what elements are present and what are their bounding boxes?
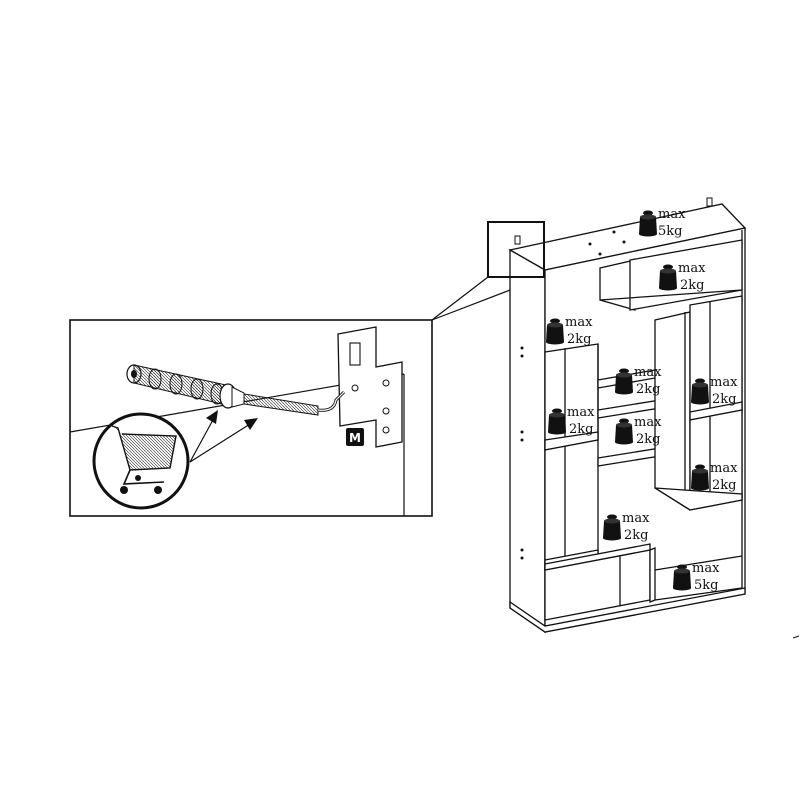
svg-text:2kg: 2kg [680,278,704,293]
top-right-hook [706,197,713,207]
svg-text:2kg: 2kg [567,332,591,347]
svg-text:max: max [678,261,706,276]
svg-text:2kg: 2kg [712,392,736,407]
arrow-line-2 [189,423,251,463]
svg-text:max: max [622,511,650,526]
screw-hook [243,390,346,416]
weight-label-5: max 2kg [691,375,738,407]
svg-text:max: max [634,415,662,430]
svg-text:max: max [567,405,595,420]
side-holes [520,230,626,560]
svg-text:2kg: 2kg [636,432,660,447]
part-label-box [346,428,364,446]
svg-text:max: max [710,375,738,390]
svg-text:max: max [565,315,593,330]
svg-text:2kg: 2kg [624,528,648,543]
part-label: M [349,431,361,445]
arrow-line-1 [189,417,215,463]
callout-box [487,221,545,278]
callout-line-left [431,276,489,321]
weight-label-4: max 2kg [615,365,662,397]
detail-inset: M [69,276,545,517]
svg-text:5kg: 5kg [658,224,682,239]
arrow-head-2 [244,418,258,430]
weight-label-9: max 2kg [603,511,650,543]
svg-text:max: max [658,207,686,222]
bottom-right-cube [649,547,656,603]
weight-label-10: max 5kg [673,561,720,593]
svg-text:2kg: 2kg [636,382,660,397]
wall-plug [126,364,245,409]
svg-text:max: max [634,365,662,380]
bookcase-bottom [509,587,746,633]
left-lower-cube [544,439,599,571]
weight-label-8: max 2kg [691,461,738,493]
svg-text:max: max [710,461,738,476]
weight-label-3: max 2kg [546,315,593,347]
bookcase [508,203,747,634]
svg-text:5kg: 5kg [694,578,718,593]
shopping-cart-icon [92,412,190,510]
svg-text:2kg: 2kg [569,422,593,437]
weight-label-2: max 2kg [659,261,706,293]
wall-bracket-m [337,326,403,448]
weight-label-6: max 2kg [548,405,595,437]
bookcase-left-side [509,248,546,634]
svg-text:2kg: 2kg [712,478,736,493]
bracket-small [514,235,521,245]
corner-mark [792,635,800,639]
svg-text:max: max [692,561,720,576]
weight-icon [639,210,657,237]
weight-label-1: max 5kg [639,207,686,239]
arrow-head-1 [206,410,218,424]
weight-label-7: max 2kg [615,415,662,447]
